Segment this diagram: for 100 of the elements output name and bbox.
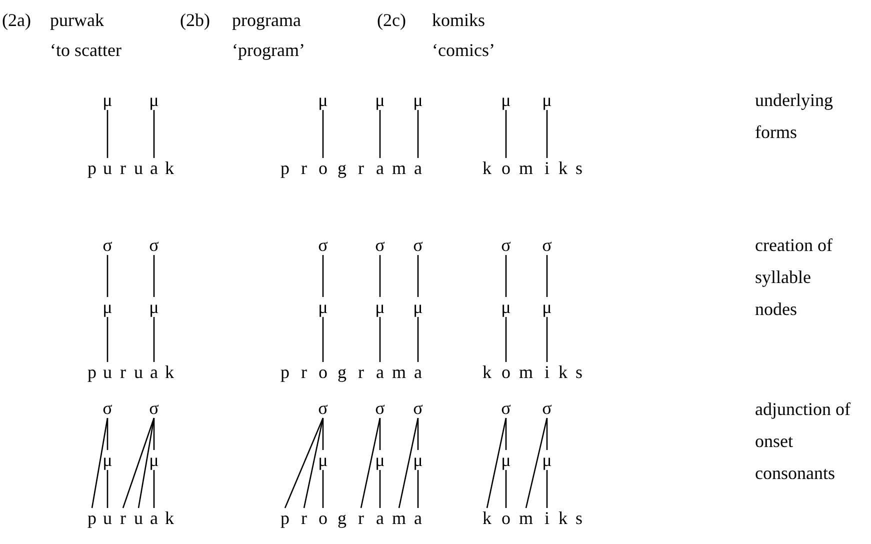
segment-letter: p	[84, 158, 100, 178]
association-line	[486, 418, 507, 508]
segment-letter: k	[479, 362, 495, 382]
association-line	[138, 418, 155, 508]
segment-letter: p	[277, 508, 293, 528]
mora-symbol: μ	[146, 90, 162, 110]
mora-symbol: μ	[498, 297, 514, 317]
segment-letter: m	[518, 508, 534, 528]
stage-description: creation of syllable nodes	[755, 234, 834, 321]
mora-symbol: μ	[100, 297, 116, 317]
mora-symbol: μ	[146, 450, 162, 470]
example-heading: (2a)	[2, 9, 31, 32]
segment-letter: o	[498, 158, 514, 178]
segment-letter: a	[410, 158, 426, 178]
example-heading: (2c)	[377, 9, 406, 32]
mora-symbol: μ	[372, 450, 388, 470]
association-line	[417, 317, 419, 362]
segment-letter: k	[479, 508, 495, 528]
segment-letter: m	[391, 362, 407, 382]
stage-description: adjunction of onset consonants	[755, 398, 852, 485]
mora-symbol: μ	[410, 90, 426, 110]
association-line	[153, 110, 155, 158]
example-heading: programa	[232, 9, 301, 32]
segment-letter: r	[353, 362, 369, 382]
example-heading: komiks	[432, 9, 486, 32]
association-line	[284, 418, 324, 508]
association-line	[122, 418, 155, 508]
segment-letter: u	[130, 508, 146, 528]
mora-symbol: μ	[146, 297, 162, 317]
association-line	[91, 418, 108, 508]
example-heading: purwak	[50, 9, 104, 32]
association-line	[322, 110, 324, 158]
mora-symbol: μ	[410, 450, 426, 470]
segment-letter: o	[498, 362, 514, 382]
association-line	[417, 418, 419, 450]
association-line	[379, 418, 381, 450]
association-line	[379, 317, 381, 362]
segment-letter: a	[372, 362, 388, 382]
association-line	[525, 418, 548, 508]
segment-letter: o	[498, 508, 514, 528]
segment-letter: i	[539, 362, 555, 382]
syllable-symbol: σ	[315, 235, 331, 255]
association-line	[505, 255, 507, 297]
association-line	[322, 418, 324, 450]
segment-letter: r	[115, 362, 131, 382]
stage-description: underlying forms	[755, 89, 834, 144]
mora-symbol: μ	[315, 297, 331, 317]
mora-symbol: μ	[315, 90, 331, 110]
association-line	[398, 418, 419, 508]
segment-letter: r	[115, 158, 131, 178]
mora-symbol: μ	[539, 297, 555, 317]
mora-symbol: μ	[498, 450, 514, 470]
association-line	[360, 418, 381, 508]
syllable-symbol: σ	[498, 235, 514, 255]
association-line	[546, 470, 548, 508]
syllable-symbol: σ	[539, 235, 555, 255]
association-line	[546, 317, 548, 362]
segment-letter: k	[555, 158, 571, 178]
segment-letter: i	[539, 158, 555, 178]
association-line	[106, 110, 108, 158]
segment-letter: a	[146, 362, 162, 382]
syllable-symbol: σ	[100, 235, 116, 255]
association-line	[505, 418, 507, 450]
association-line	[106, 255, 108, 297]
syllable-symbol: σ	[146, 235, 162, 255]
segment-letter: m	[391, 508, 407, 528]
example-heading: (2b)	[180, 9, 210, 32]
segment-letter: r	[296, 158, 312, 178]
association-line	[106, 317, 108, 362]
segment-letter: g	[334, 362, 350, 382]
syllable-symbol: σ	[410, 235, 426, 255]
segment-letter: a	[146, 158, 162, 178]
association-line	[546, 255, 548, 297]
syllable-symbol: σ	[539, 398, 555, 418]
syllable-symbol: σ	[498, 398, 514, 418]
segment-letter: k	[162, 362, 178, 382]
syllable-symbol: σ	[372, 235, 388, 255]
segment-letter: o	[315, 508, 331, 528]
segment-letter: r	[353, 158, 369, 178]
segment-letter: i	[539, 508, 555, 528]
segment-letter: r	[115, 508, 131, 528]
segment-letter: s	[571, 158, 587, 178]
segment-letter: a	[410, 362, 426, 382]
mora-symbol: μ	[539, 450, 555, 470]
segment-letter: u	[100, 362, 116, 382]
association-line	[379, 470, 381, 508]
segment-letter: m	[391, 158, 407, 178]
association-line	[153, 317, 155, 362]
segment-letter: o	[315, 362, 331, 382]
segment-letter: u	[100, 158, 116, 178]
segment-letter: r	[353, 508, 369, 528]
segment-letter: k	[555, 508, 571, 528]
mora-symbol: μ	[315, 450, 331, 470]
segment-letter: p	[277, 158, 293, 178]
example-heading: ‘to scatter	[50, 39, 122, 62]
syllable-symbol: σ	[146, 398, 162, 418]
segment-letter: g	[334, 158, 350, 178]
association-line	[303, 418, 324, 508]
segment-letter: m	[518, 158, 534, 178]
segment-letter: a	[146, 508, 162, 528]
